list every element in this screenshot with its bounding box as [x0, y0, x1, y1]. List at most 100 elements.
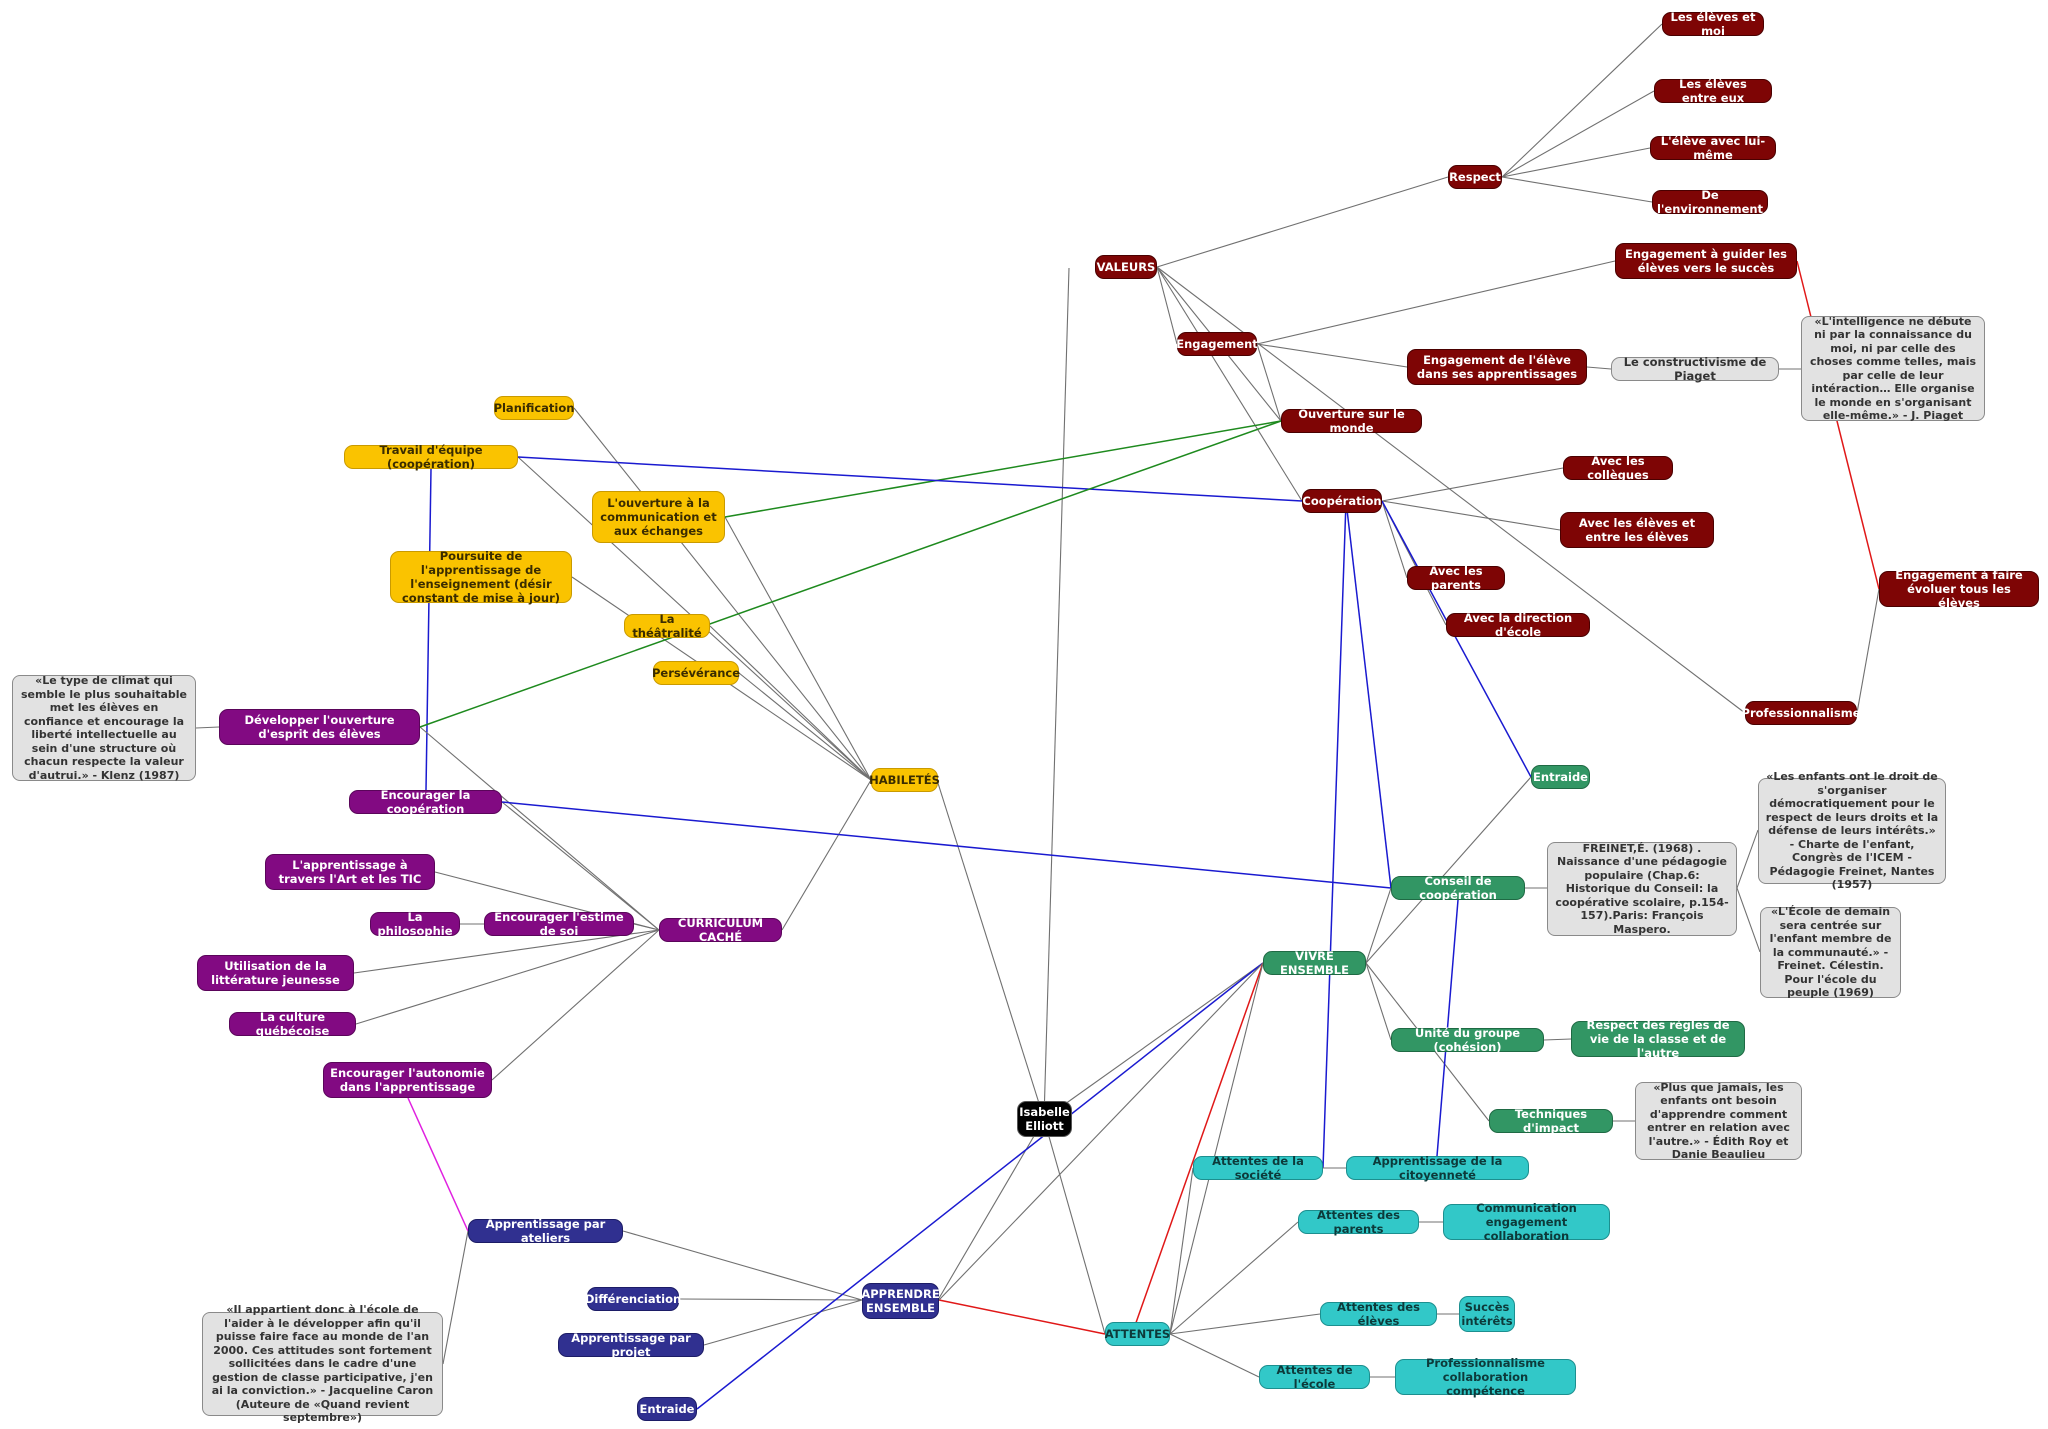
respect-node[interactable]: Respect — [1448, 165, 1502, 189]
eleves-et-moi-node[interactable]: Les élèves et moi — [1662, 10, 1764, 38]
apprentissage-projet-node[interactable]: Apprentissage par projet — [558, 1331, 704, 1359]
professionnalisme-collaboration-node[interactable]: Professionnalisme collaboration compéten… — [1395, 1356, 1576, 1398]
connector-line — [724, 516, 872, 781]
connector-line — [1381, 500, 1561, 531]
icem-quote-note: «Les enfants ont le droit de s'organiser… — [1758, 770, 1946, 891]
eleves-entre-eux-node[interactable]: Les élèves entre eux — [1654, 77, 1772, 105]
attentes-eleves-node[interactable]: Attentes des élèves — [1320, 1300, 1437, 1328]
habiletes-node[interactable]: HABILETÉS — [869, 768, 940, 792]
root-node[interactable]: Isabelle Elliott — [1017, 1101, 1072, 1137]
art-tic-node[interactable]: L'apprentissage à travers l'Art et les T… — [265, 854, 435, 890]
engagement-node[interactable]: Engagement — [1176, 332, 1258, 356]
poursuite-apprentissage-node[interactable]: Poursuite de l'apprentissage de l'enseig… — [390, 549, 572, 605]
cooperation-node[interactable]: Coopération — [1302, 489, 1382, 513]
encourager-cooperation-node[interactable]: Encourager la coopération — [349, 788, 502, 816]
entraide-green-node[interactable]: Entraide — [1531, 765, 1590, 789]
connector-line — [1501, 176, 1653, 203]
connector-line — [1256, 343, 1408, 368]
connector-line — [355, 929, 660, 1025]
connector-line — [936, 779, 1045, 1120]
connector-line — [501, 801, 660, 931]
freinet-reference-note: FREINET,É. (1968) . Naissance d'une péda… — [1547, 842, 1737, 936]
connector-line — [425, 468, 432, 791]
attentes-ecole-node[interactable]: Attentes de l'école — [1259, 1363, 1370, 1391]
piaget-quote-note: «L'intelligence ne débute ni par la conn… — [1801, 315, 1985, 422]
autonomie-node[interactable]: Encourager l'autonomie dans l'apprentiss… — [323, 1062, 492, 1098]
apprentissage-ateliers-node[interactable]: Apprentissage par ateliers — [468, 1217, 623, 1245]
avec-eleves-node[interactable]: Avec les élèves et entre les élèves — [1560, 512, 1714, 548]
attentes-societe-node[interactable]: Attentes de la société — [1193, 1154, 1323, 1182]
connector-line — [1043, 267, 1070, 1120]
connector-line — [1345, 500, 1392, 889]
connector-line — [195, 726, 220, 729]
estime-soi-node[interactable]: Encourager l'estime de soi — [484, 910, 634, 938]
theatralite-node[interactable]: La théâtralité — [624, 612, 710, 640]
communication-engagement-node[interactable]: Communication engagement collaboration — [1443, 1201, 1610, 1243]
regles-vie-node[interactable]: Respect des règles de vie de la classe e… — [1571, 1018, 1745, 1060]
environnement-node[interactable]: De l'environnement — [1652, 188, 1768, 216]
connector-line — [633, 923, 660, 931]
connector-line — [1365, 962, 1392, 1041]
philosophie-node[interactable]: La philosophie — [370, 910, 460, 938]
ouverture-monde-node[interactable]: Ouverture sur le monde — [1281, 407, 1422, 435]
connector-line — [442, 1230, 469, 1365]
connector-line — [419, 726, 660, 931]
techniques-impact-node[interactable]: Techniques d'impact — [1489, 1107, 1613, 1135]
connector-line — [573, 407, 872, 781]
attentes-node[interactable]: ATTENTES — [1105, 1322, 1170, 1346]
unite-groupe-node[interactable]: Unité du groupe (cohésion) — [1391, 1026, 1544, 1054]
travail-equipe-node[interactable]: Travail d'équipe (coopération) — [344, 443, 518, 471]
citoyennete-node[interactable]: Apprentissage de la citoyenneté — [1346, 1154, 1529, 1182]
perseverance-node[interactable]: Persévérance — [652, 661, 740, 685]
succes-interets-node[interactable]: Succès intérêts — [1459, 1296, 1515, 1332]
connector-line — [1169, 1221, 1299, 1335]
attentes-parents-node[interactable]: Attentes des parents — [1298, 1208, 1419, 1236]
caron-quote-note: «Il appartient donc à l'école de l'aider… — [202, 1303, 443, 1424]
connector-line — [1736, 829, 1759, 889]
engagement-evoluer-node[interactable]: Engagement à faire évoluer tous les élèv… — [1879, 568, 2039, 610]
avec-parents-node[interactable]: Avec les parents — [1407, 564, 1505, 592]
connector-line — [703, 1299, 863, 1346]
curriculum-cache-node[interactable]: CURRICULUM CACHÉ — [659, 916, 782, 944]
eleve-lui-meme-node[interactable]: L'élève avec lui-même — [1650, 134, 1776, 162]
connector-line — [1381, 500, 1532, 778]
connector-line — [937, 1118, 1045, 1301]
apprendre-ensemble-node[interactable]: APPRENDRE ENSEMBLE — [861, 1283, 940, 1319]
developper-ouverture-node[interactable]: Développer l'ouverture d'esprit des élèv… — [219, 709, 420, 745]
engagement-guider-node[interactable]: Engagement à guider les élèves vers le s… — [1615, 243, 1797, 279]
differenciation-node[interactable]: Différenciation — [585, 1287, 681, 1311]
connector-line — [1365, 776, 1532, 964]
ouverture-communication-node[interactable]: L'ouverture à la communication et aux éc… — [592, 491, 725, 543]
valeurs-node[interactable]: VALEURS — [1095, 255, 1157, 279]
connector-line — [1501, 23, 1663, 178]
connector-line — [1796, 260, 1880, 590]
connector-line — [1156, 266, 1178, 345]
professionnalisme-node[interactable]: Professionnalisme — [1742, 701, 1861, 725]
entraide-navy-node[interactable]: Entraide — [637, 1397, 697, 1421]
connector-line — [1256, 260, 1616, 345]
connector-line — [781, 779, 872, 931]
connector-line — [1543, 1038, 1572, 1041]
connector-line — [491, 929, 660, 1081]
connector-line — [1131, 962, 1264, 1335]
avec-direction-node[interactable]: Avec la direction d'école — [1446, 611, 1590, 639]
connector-line — [696, 962, 1264, 1410]
planification-node[interactable]: Planification — [494, 396, 574, 420]
connector-line — [1169, 962, 1264, 1335]
connector-line — [1501, 90, 1655, 178]
connector-line — [501, 801, 1392, 889]
connector-line — [1586, 366, 1612, 370]
connector-line — [517, 456, 1303, 502]
vivre-ensemble-node[interactable]: VIVRE ENSEMBLE — [1263, 949, 1366, 977]
connector-line — [1169, 1313, 1321, 1335]
conseil-cooperation-node[interactable]: Conseil de coopération — [1391, 874, 1525, 902]
connector-line — [1256, 343, 1282, 422]
connector-line — [622, 1230, 863, 1301]
connector-line — [1043, 1118, 1106, 1335]
constructivisme-node[interactable]: Le constructivisme de Piaget — [1611, 355, 1779, 383]
culture-quebecoise-node[interactable]: La culture québécoise — [229, 1010, 356, 1038]
litterature-node[interactable]: Utilisation de la littérature jeunesse — [197, 955, 354, 991]
connector-line — [1365, 887, 1392, 964]
engagement-eleve-node[interactable]: Engagement de l'élève dans ses apprentis… — [1407, 349, 1587, 385]
avec-collegues-node[interactable]: Avec les collègues — [1563, 454, 1673, 482]
